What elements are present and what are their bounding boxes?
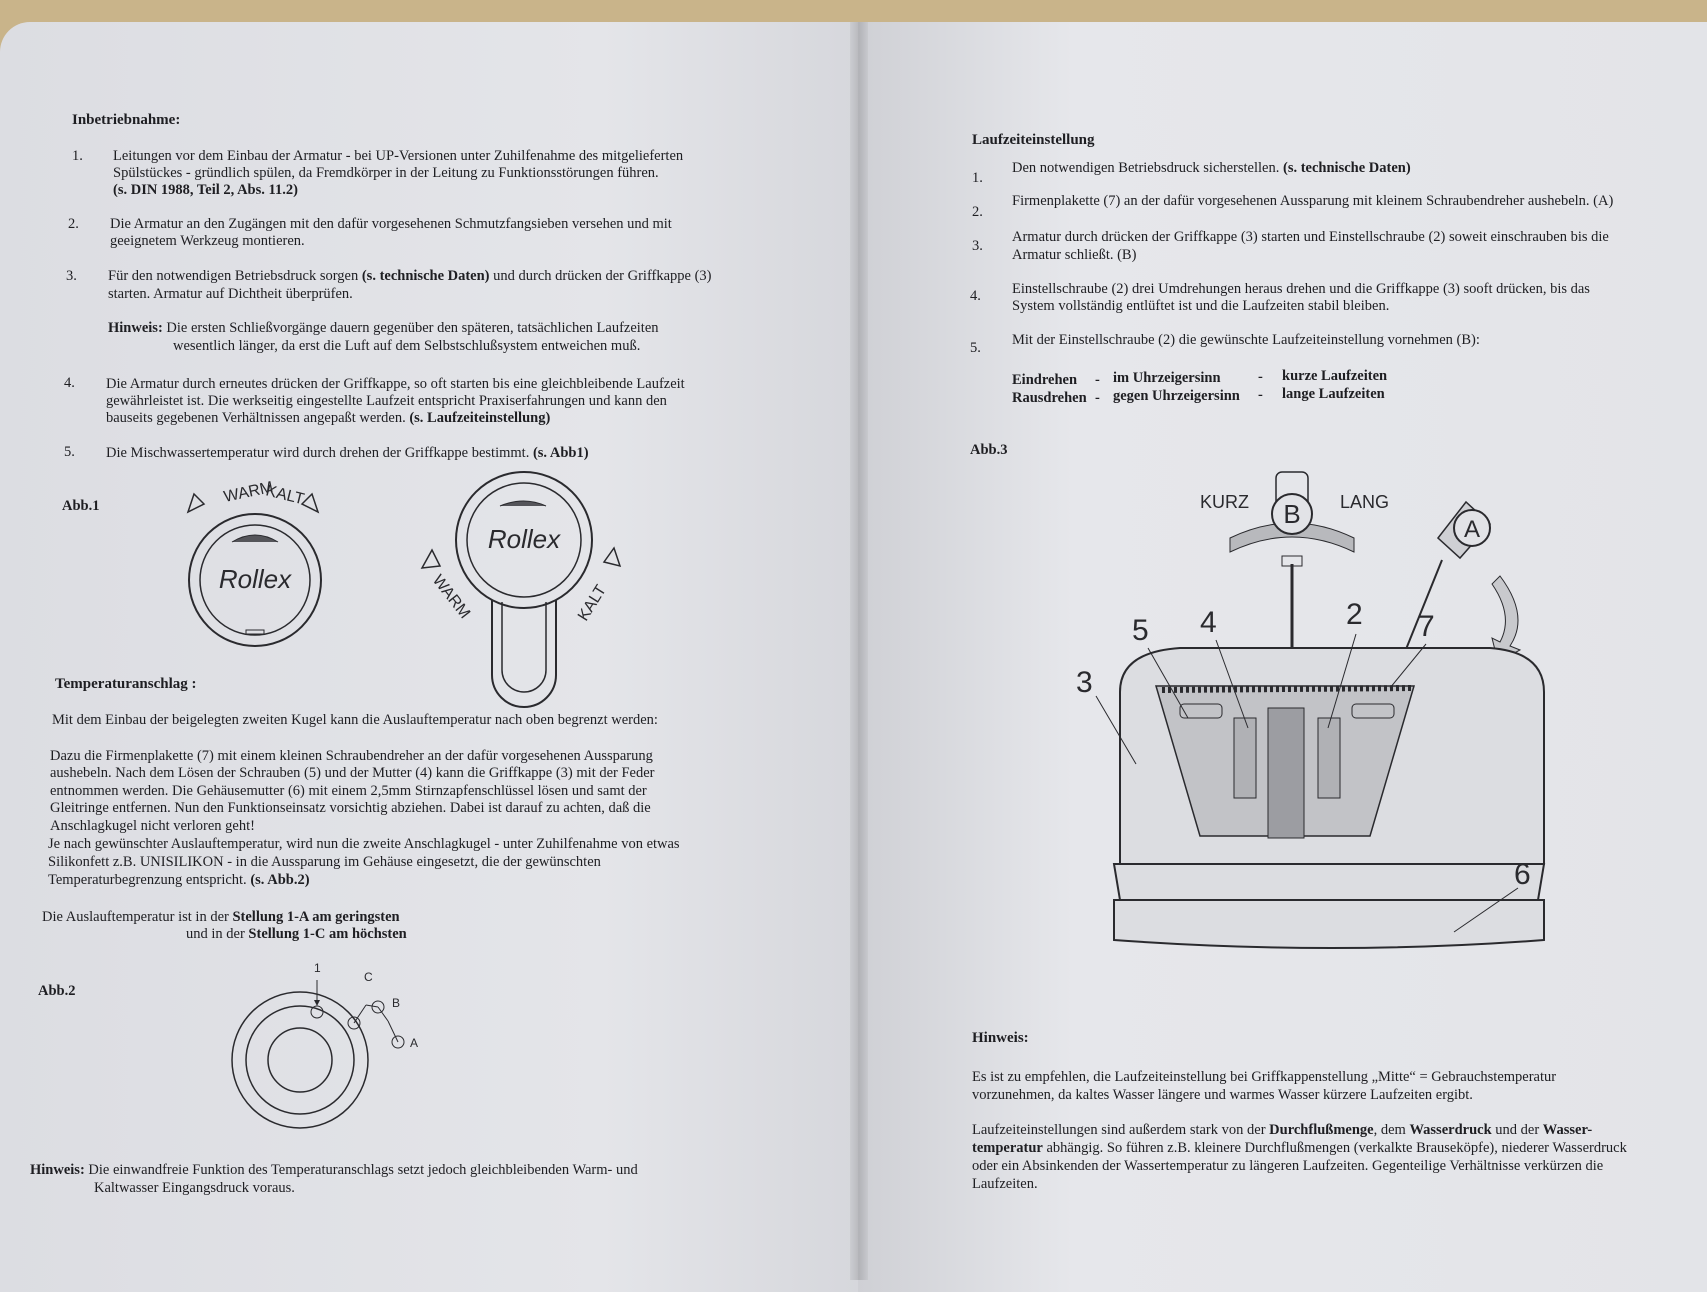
- table-cell: gegen Uhrzeigersinn: [1113, 388, 1240, 404]
- figure-label-abb3: Abb.3: [970, 442, 1008, 458]
- step-number: 1.: [72, 148, 83, 164]
- abb2-label: 1: [314, 961, 321, 975]
- step-text: geeignetem Werkzeug montieren.: [110, 233, 305, 249]
- screwdriver-drawing: A: [1395, 500, 1522, 675]
- step-text: Den notwendigen Betriebsdruck sicherstel…: [1012, 160, 1411, 176]
- step-text: gewährleistet ist. Die werkseitig einges…: [106, 393, 667, 409]
- table-cell: -: [1095, 372, 1100, 388]
- step-text: Spülstückes - gründlich spülen, da Fremd…: [113, 165, 659, 181]
- part-number: 6: [1514, 858, 1531, 891]
- step-number: 2.: [68, 216, 79, 232]
- step-text: Armatur durch drücken der Griffkappe (3)…: [1012, 229, 1609, 245]
- figure-label-abb1: Abb.1: [62, 498, 100, 514]
- part-number: 4: [1200, 606, 1217, 639]
- hint-title: Hinweis:: [972, 1030, 1029, 1046]
- left-page: [0, 22, 860, 1292]
- step-number: 2.: [972, 204, 983, 220]
- step-text: Firmenplakette (7) an der dafür vorgeseh…: [1012, 193, 1614, 209]
- step-text: bauseits gegebenen Verhältnissen angepaß…: [106, 410, 551, 426]
- figure-label-abb2: Abb.2: [38, 983, 76, 999]
- step-number: 4.: [970, 288, 981, 304]
- hint-line: oder ein Absinkenden der Wassertemperatu…: [972, 1158, 1604, 1174]
- step-number: 3.: [66, 268, 77, 284]
- hint-line: vorzunehmen, da kaltes Wasser längere un…: [972, 1087, 1473, 1103]
- table-cell: kurze Laufzeiten: [1282, 368, 1388, 384]
- temp-body-line: Je nach gewünschter Auslauftemperatur, w…: [48, 836, 680, 852]
- temp-body-line: Dazu die Firmenplakette (7) mit einem kl…: [50, 748, 653, 764]
- temp-body-line: aushebeln. Nach dem Lösen der Schrauben …: [50, 765, 655, 781]
- table-cell: -: [1258, 369, 1263, 385]
- step-text: Die Armatur durch erneutes drücken der G…: [106, 376, 685, 392]
- step-text: Armatur schließt. (B): [1012, 247, 1137, 263]
- step-number: 4.: [64, 375, 75, 391]
- abb2-figure: 1 C B A: [231, 961, 418, 1129]
- warm-label: WARM: [429, 572, 473, 622]
- auslauf-line-2: und in der Stellung 1-C am höchsten: [186, 926, 407, 942]
- kalt-label: KALT: [264, 482, 306, 508]
- step-number: 1.: [972, 170, 983, 186]
- abb1-figure: Rollex WARM KALT Rollex WARM KALT: [186, 471, 622, 708]
- abb3-figure: B KURZ LANG A 5 4 2 7 3 6: [1076, 471, 1546, 949]
- abb2-label: A: [410, 1036, 418, 1050]
- step-text-ref: (s. DIN 1988, Teil 2, Abs. 11.2): [113, 182, 298, 198]
- step-text: Einstellschraube (2) drei Umdrehungen he…: [1012, 281, 1590, 297]
- table-cell: -: [1258, 387, 1263, 403]
- abb2-label: B: [392, 996, 400, 1010]
- part-number: 5: [1132, 614, 1149, 647]
- step-text: Leitungen vor dem Einbau der Armatur - b…: [113, 148, 684, 164]
- hint-line: temperatur abhängig. So führen z.B. klei…: [972, 1140, 1627, 1156]
- table-cell: Eindrehen: [1012, 372, 1078, 388]
- section-title-temperaturanschlag: Temperaturanschlag :: [55, 676, 197, 692]
- hint2-text: Kaltwasser Eingangsdruck voraus.: [94, 1180, 295, 1196]
- a-label: A: [1464, 516, 1480, 543]
- step-text: System vollständig entlüftet ist und die…: [1012, 298, 1390, 314]
- hint2-text: Hinweis: Die einwandfreie Funktion des T…: [30, 1162, 638, 1178]
- temp-body-line: Anschlagkugel nicht verloren geht!: [50, 818, 255, 834]
- temp-body-line: entnommen werden. Die Gehäusemutter (6) …: [50, 783, 647, 799]
- abb2-label: C: [364, 970, 373, 984]
- lang-label: LANG: [1340, 492, 1389, 512]
- part-number: 3: [1076, 666, 1093, 699]
- lever-handle-drawing: Rollex WARM KALT: [420, 471, 622, 708]
- step-text: Die Mischwassertemperatur wird durch dre…: [106, 445, 589, 461]
- hint-line: Laufzeiten.: [972, 1176, 1038, 1192]
- hint-line: Laufzeiteinstellungen sind außerdem star…: [972, 1122, 1593, 1138]
- page-fold: [850, 22, 868, 1280]
- step-number: 3.: [972, 238, 983, 254]
- kalt-label: KALT: [575, 582, 610, 624]
- logo-text: Rollex: [488, 524, 561, 554]
- table-cell: -: [1095, 390, 1100, 406]
- section-title-inbetriebnahme: Inbetriebnahme:: [72, 112, 181, 128]
- temp-body-line: Gleitringe entfernen. Nun den Funktionse…: [50, 800, 651, 816]
- kurz-label: KURZ: [1200, 492, 1249, 512]
- round-handle-drawing: Rollex WARM KALT: [186, 479, 322, 647]
- hint-text: wesentlich länger, da erst die Luft auf …: [173, 338, 641, 354]
- temp-body-line: Temperaturbegrenzung entspricht. (s. Abb…: [48, 872, 310, 888]
- temp-intro: Mit dem Einbau der beigelegten zweiten K…: [52, 712, 658, 728]
- hint-text: Hinweis: Die ersten Schließvorgänge daue…: [108, 320, 659, 336]
- part-number: 2: [1346, 598, 1363, 631]
- step-text: Für den notwendigen Betriebsdruck sorgen…: [108, 268, 712, 284]
- part-numbers: 5 4 2 7 3 6: [1076, 598, 1531, 933]
- step-text: Die Armatur an den Zugängen mit den dafü…: [110, 216, 672, 232]
- step-text: starten. Armatur auf Dichtheit überprüfe…: [108, 286, 353, 302]
- logo-text: Rollex: [219, 564, 292, 594]
- step-number: 5.: [64, 444, 75, 460]
- table-cell: im Uhrzeigersinn: [1113, 370, 1221, 386]
- table-cell: lange Laufzeiten: [1282, 386, 1385, 402]
- part-number: 7: [1418, 610, 1435, 643]
- valve-body-drawing: [1112, 647, 1546, 949]
- table-cell: Rausdrehen: [1012, 390, 1087, 406]
- section-title-laufzeiteinstellung: Laufzeiteinstellung: [972, 132, 1095, 148]
- step-number: 5.: [970, 340, 981, 356]
- temp-body-line: Silikonfett z.B. UNISILIKON - in die Aus…: [48, 854, 601, 870]
- step-text: Mit der Einstellschraube (2) die gewünsc…: [1012, 332, 1480, 348]
- auslauf-line-1: Die Auslauftemperatur ist in der Stellun…: [42, 909, 400, 925]
- hint-line: Es ist zu empfehlen, die Laufzeiteinstel…: [972, 1069, 1557, 1085]
- b-label: B: [1283, 499, 1300, 529]
- adjust-screw-drawing: B KURZ LANG: [1200, 471, 1389, 650]
